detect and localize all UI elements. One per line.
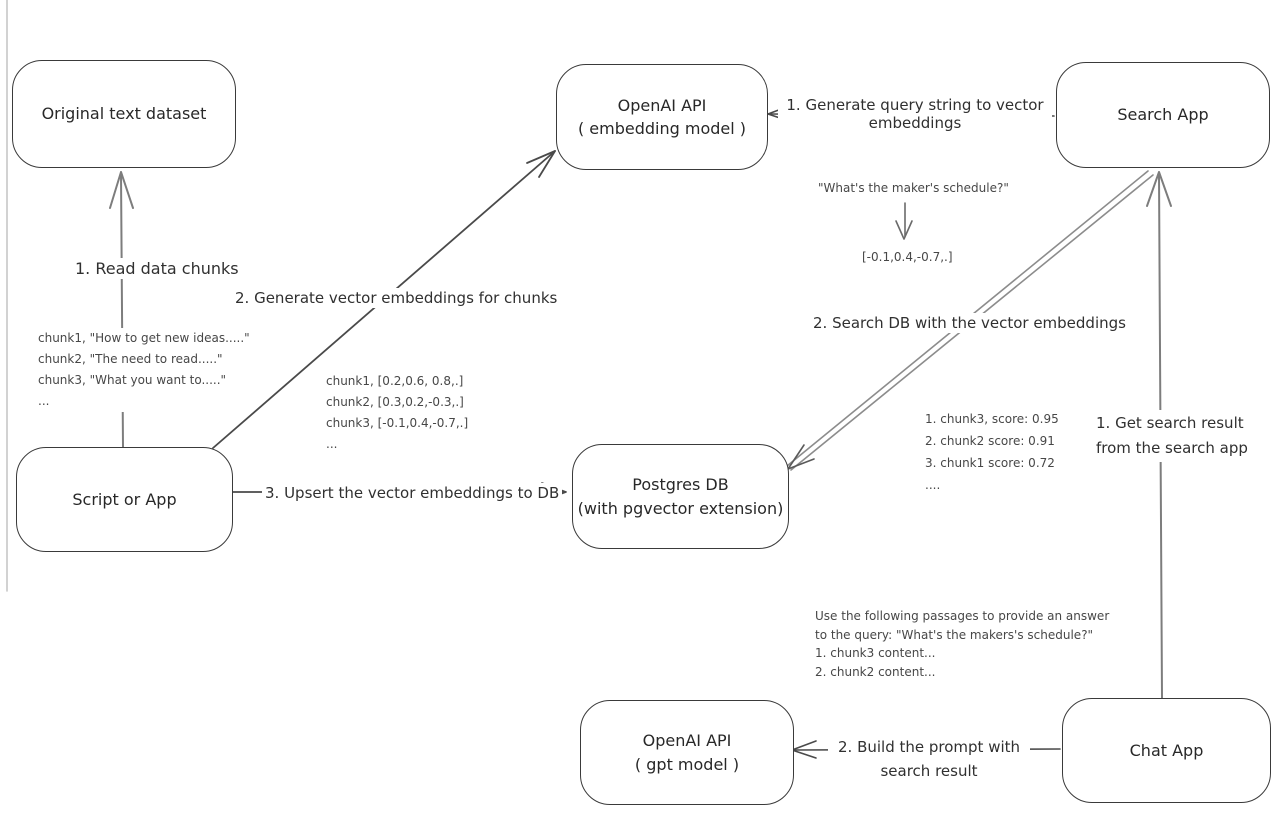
annotation-line: chunk2, [0.3,0.2,-0.3,.] — [326, 395, 464, 409]
annotation-line: chunk3, [-0.1,0.4,-0.7,.] — [326, 416, 469, 430]
node-sublabel: ( embedding model ) — [577, 119, 747, 138]
annotation-query-vector: [-0.1,0.4,-0.7,.] — [860, 250, 955, 264]
node-label: Original text dataset — [41, 104, 207, 124]
annotation-line: chunk3, "What you want to....." — [38, 373, 227, 387]
annotation-line: to the query: "What's the makers's sched… — [815, 627, 1094, 642]
edge-label-search-db: 2. Search DB with the vector embeddings — [810, 313, 1129, 333]
node-label: Script or App — [72, 489, 177, 509]
edge-label-line: search result — [880, 762, 978, 780]
annotation-line: .... — [925, 478, 941, 492]
node-label: Chat App — [1129, 740, 1204, 760]
annotation-line: chunk1, [0.2,0.6, 0.8,.] — [326, 374, 464, 388]
annotation-vector-list: chunk1, [0.2,0.6, 0.8,.] chunk2, [0.3,0.… — [324, 371, 471, 455]
annotation-line: 2. chunk2 content... — [815, 664, 936, 679]
node-chat-app[interactable]: Chat App — [1062, 698, 1271, 803]
annotation-line: ... — [326, 437, 338, 451]
annotation-line: Use the following passages to provide an… — [815, 609, 1110, 623]
annotation-line: 1. chunk3 content... — [815, 646, 936, 660]
node-label: Postgres DB — [632, 475, 729, 495]
edge-label-read-data-chunks: 1. Read data chunks — [72, 258, 242, 279]
edge-label-get-search-result: 1. Get search result from the search app — [1093, 410, 1251, 462]
node-sublabel: (with pgvector extension) — [577, 498, 784, 518]
node-openai-api-embedding[interactable]: OpenAI API ( embedding model ) — [556, 64, 768, 170]
node-label: Search App — [1117, 105, 1209, 125]
node-script-or-app[interactable]: Script or App — [16, 447, 233, 552]
annotation-line: chunk2, "The need to read....." — [38, 352, 223, 366]
edge-label-line: 1. Get search result — [1096, 414, 1244, 432]
annotation-line: chunk1, "How to get new ideas....." — [38, 331, 250, 345]
node-postgres-db[interactable]: Postgres DB (with pgvector extension) — [572, 444, 789, 549]
node-sublabel: ( gpt model ) — [634, 754, 740, 774]
edge-label-generate-embeddings: 2. Generate vector embeddings for chunks — [232, 288, 561, 308]
annotation-chunk-list: chunk1, "How to get new ideas....." chun… — [36, 328, 252, 412]
edge-label-line: 2. Build the prompt with — [837, 738, 1021, 756]
edge-label-query-to-vector: 1. Generate query string to vector embed… — [778, 95, 1052, 133]
edge-label-build-prompt: 2. Build the prompt with search result — [828, 734, 1030, 784]
annotation-line: 2. chunk2 score: 0.91 — [925, 434, 1055, 448]
annotation-prompt-text: Use the following passages to provide an… — [813, 607, 1112, 681]
node-search-app[interactable]: Search App — [1056, 62, 1270, 168]
edge-label-line: from the search app — [1096, 439, 1248, 457]
annotation-score-list: 1. chunk3, score: 0.95 2. chunk2 score: … — [923, 408, 1061, 496]
node-label: OpenAI API — [617, 95, 707, 115]
node-original-text-dataset[interactable]: Original text dataset — [12, 60, 236, 168]
annotation-line: 3. chunk1 score: 0.72 — [925, 456, 1055, 470]
node-openai-api-gpt[interactable]: OpenAI API ( gpt model ) — [580, 700, 794, 805]
arrow-query-string-to-vector — [895, 202, 913, 240]
node-label: OpenAI API — [642, 731, 732, 751]
annotation-query-string: "What's the maker's schedule?" — [816, 181, 1011, 195]
annotation-line: 1. chunk3, score: 0.95 — [925, 412, 1059, 426]
edge-label-upsert-to-db: 3. Upsert the vector embeddings to DB — [262, 483, 563, 503]
annotation-line: ... — [38, 394, 50, 408]
